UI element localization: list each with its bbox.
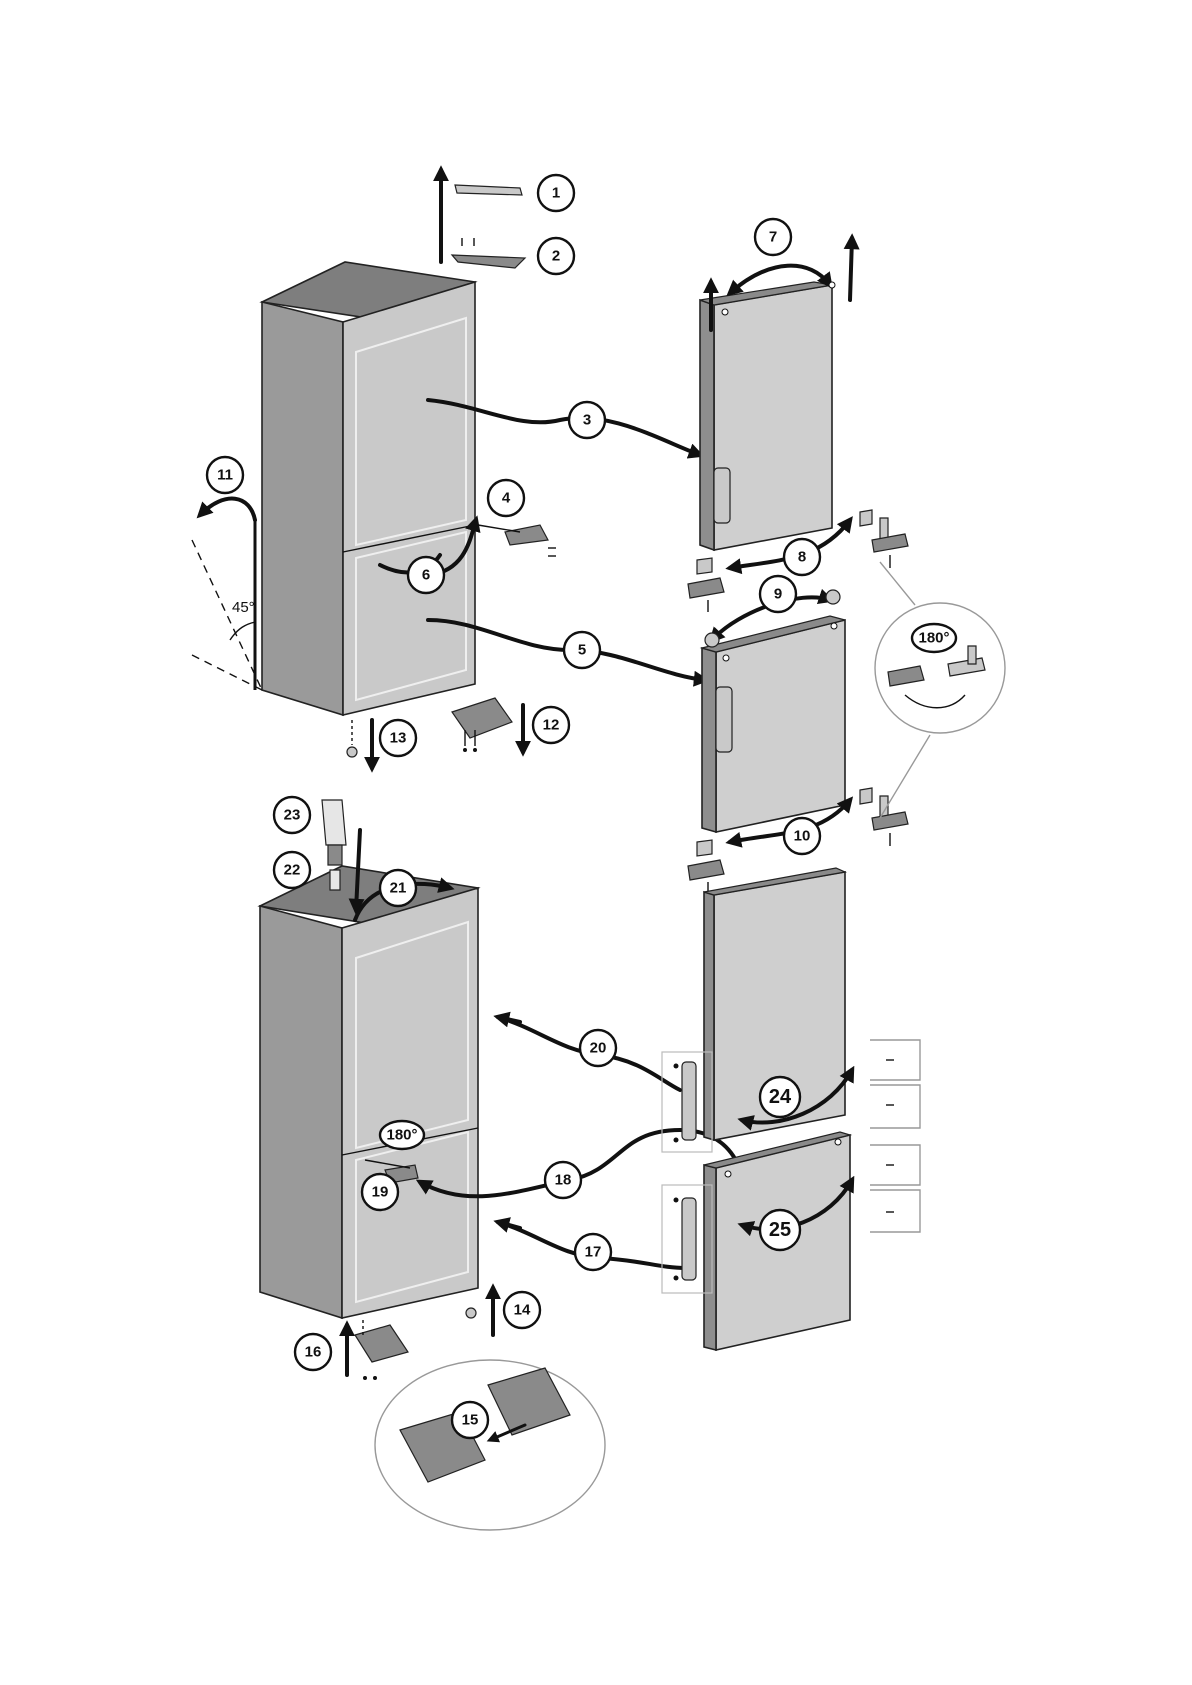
callout-5-label: 5 (578, 642, 586, 659)
rotation-label-upper: 180° (918, 630, 949, 647)
lift-arrow-7b (850, 238, 852, 300)
callout-4: 4 (488, 480, 524, 516)
callout-25-label: 25 (769, 1219, 791, 1241)
tilt-angle-label: 45° (232, 599, 255, 616)
foot-part-13 (347, 720, 357, 757)
callout-18: 18 (545, 1162, 581, 1198)
callout-13: 13 (380, 720, 416, 756)
hinge-cover-part (455, 185, 522, 195)
callout-21-label: 21 (390, 880, 407, 897)
hinge-screws-part (452, 238, 525, 268)
callout-20-label: 20 (590, 1040, 607, 1057)
callout-4-label: 4 (502, 490, 511, 507)
callout-18-label: 18 (555, 1172, 572, 1189)
callout-22-label: 22 (284, 862, 301, 879)
middle-hinge-part (478, 525, 556, 556)
callout-13-label: 13 (390, 730, 407, 747)
callout-14: 14 (504, 1292, 540, 1328)
callout-16: 16 (295, 1334, 331, 1370)
bottom-hinge-part (452, 698, 512, 752)
callout-24: 24 (760, 1077, 800, 1117)
callout-2-label: 2 (552, 248, 560, 265)
callout-10: 10 (784, 818, 820, 854)
callout-16-label: 16 (305, 1344, 322, 1361)
foot-part-14 (466, 1308, 476, 1318)
callout-1-label: 1 (552, 185, 560, 202)
rotation-oval-upper: 180° (912, 624, 956, 652)
callout-9: 9 (760, 576, 796, 612)
callout-8: 8 (784, 539, 820, 575)
callout-22: 22 (274, 852, 310, 888)
callout-11-label: 11 (217, 467, 233, 484)
callout-11: 11 (207, 457, 243, 493)
callout-17: 17 (575, 1234, 611, 1270)
callout-15-label: 15 (462, 1412, 479, 1429)
callout-17-label: 17 (585, 1244, 602, 1261)
callout-12-label: 12 (543, 717, 560, 734)
callout-19: 19 (362, 1174, 398, 1210)
callout-9-label: 9 (774, 586, 782, 603)
fridge-door-upper (702, 616, 845, 832)
tilt-arrow (200, 499, 255, 520)
screw-brackets-24 (870, 1040, 920, 1128)
callout-20: 20 (580, 1030, 616, 1066)
callout-23: 23 (274, 797, 310, 833)
callout-21: 21 (380, 870, 416, 906)
callout-23-label: 23 (284, 807, 301, 824)
callout-2: 2 (538, 238, 574, 274)
callout-24-label: 24 (769, 1086, 792, 1108)
screw-brackets-25 (870, 1145, 920, 1232)
callout-8-label: 8 (798, 549, 806, 566)
freezer-door-upper (700, 282, 832, 550)
fridge-upper (262, 262, 475, 715)
tilt-guide: 45° (192, 540, 262, 690)
rotation-label-lower: 180° (386, 1127, 417, 1144)
rotation-detail-bubble-upper (875, 562, 1005, 818)
callout-10-label: 10 (794, 828, 811, 845)
callout-7: 7 (755, 219, 791, 255)
callout-14-label: 14 (514, 1302, 531, 1319)
fridge-lower (260, 866, 478, 1318)
callout-25: 25 (760, 1210, 800, 1250)
callout-3: 3 (569, 402, 605, 438)
callout-19-label: 19 (372, 1184, 389, 1201)
callout-6-label: 6 (422, 567, 430, 584)
callout-12: 12 (533, 707, 569, 743)
callout-3-label: 3 (583, 412, 591, 429)
callout-6: 6 (408, 557, 444, 593)
rotation-oval-lower: 180° (380, 1121, 424, 1149)
callout-5: 5 (564, 632, 600, 668)
callout-1: 1 (538, 175, 574, 211)
arrow-20-head (498, 1017, 520, 1022)
callout-7-label: 7 (769, 229, 777, 246)
callout-15: 15 (452, 1402, 488, 1438)
